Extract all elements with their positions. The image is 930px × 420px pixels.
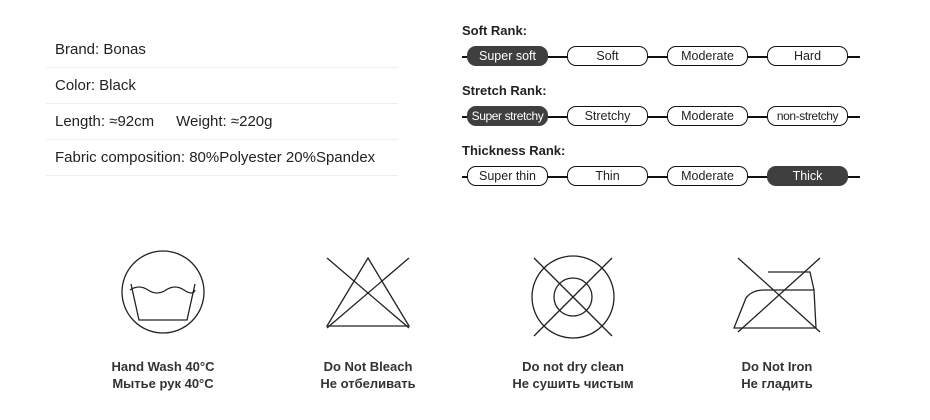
thickness-rank: Thickness Rank: Super thin Thin Moderate… — [462, 142, 860, 186]
stretch-rank: Stretch Rank: Super stretchy Stretchy Mo… — [462, 82, 860, 126]
spec-brand: Brand: Bonas — [46, 32, 398, 68]
rank-title: Soft Rank: — [462, 23, 527, 38]
care-label-bleach: Do Not Bleach Не отбеливать — [268, 358, 468, 392]
soft-rank: Soft Rank: Super soft Soft Moderate Hard — [462, 22, 860, 66]
rank-line — [462, 56, 860, 58]
rank-option: Moderate — [667, 106, 748, 126]
rank-option: Soft — [567, 46, 648, 66]
rank-scale: Super thin Thin Moderate Thick — [462, 166, 860, 186]
rank-option: Thin — [567, 166, 648, 186]
rank-title: Stretch Rank: — [462, 83, 547, 98]
care-label-en: Do Not Iron — [741, 359, 813, 374]
do-not-bleach-icon — [325, 256, 411, 329]
rank-title: Thickness Rank: — [462, 143, 566, 158]
care-label-ru: Не гладить — [741, 376, 813, 391]
care-label-dry-clean: Do not dry clean Не сушить чистым — [473, 358, 673, 392]
care-label-en: Do Not Bleach — [323, 359, 413, 374]
care-label-ru: Мытье рук 40°C — [112, 376, 214, 391]
rank-line — [462, 176, 860, 178]
rank-option: Thick — [767, 166, 848, 186]
spec-fabric: Fabric composition: 80%Polyester 20%Span… — [46, 140, 398, 176]
care-label-hand-wash: Hand Wash 40°C Мытье рук 40°C — [63, 358, 263, 392]
rank-option: Moderate — [667, 46, 748, 66]
do-not-dry-clean-icon — [531, 255, 615, 339]
product-specs: Brand: Bonas Color: Black Length: ≈92cm W… — [46, 32, 398, 176]
rank-scale: Super stretchy Stretchy Moderate non-str… — [462, 106, 860, 126]
do-not-iron-icon — [733, 257, 821, 333]
spec-color: Color: Black — [46, 68, 398, 104]
care-label-ru: Не отбеливать — [320, 376, 416, 391]
rank-option: Super stretchy — [467, 106, 548, 126]
rank-option: Super soft — [467, 46, 548, 66]
rank-scale: Super soft Soft Moderate Hard — [462, 46, 860, 66]
rank-line — [462, 116, 860, 118]
hand-wash-40-icon — [121, 250, 205, 334]
spec-length-weight: Length: ≈92cm Weight: ≈220g — [46, 104, 398, 140]
care-label-en: Do not dry clean — [522, 359, 624, 374]
rank-option: Moderate — [667, 166, 748, 186]
care-label-ru: Не сушить чистым — [512, 376, 634, 391]
care-label-en: Hand Wash 40°C — [111, 359, 215, 374]
rank-option: Hard — [767, 46, 848, 66]
rank-option: non-stretchy — [767, 106, 848, 126]
rank-option: Super thin — [467, 166, 548, 186]
care-label-iron: Do Not Iron Не гладить — [677, 358, 877, 392]
spec-length: Length: ≈92cm — [55, 113, 155, 130]
spec-weight: Weight: ≈220g — [176, 113, 273, 130]
rank-option: Stretchy — [567, 106, 648, 126]
